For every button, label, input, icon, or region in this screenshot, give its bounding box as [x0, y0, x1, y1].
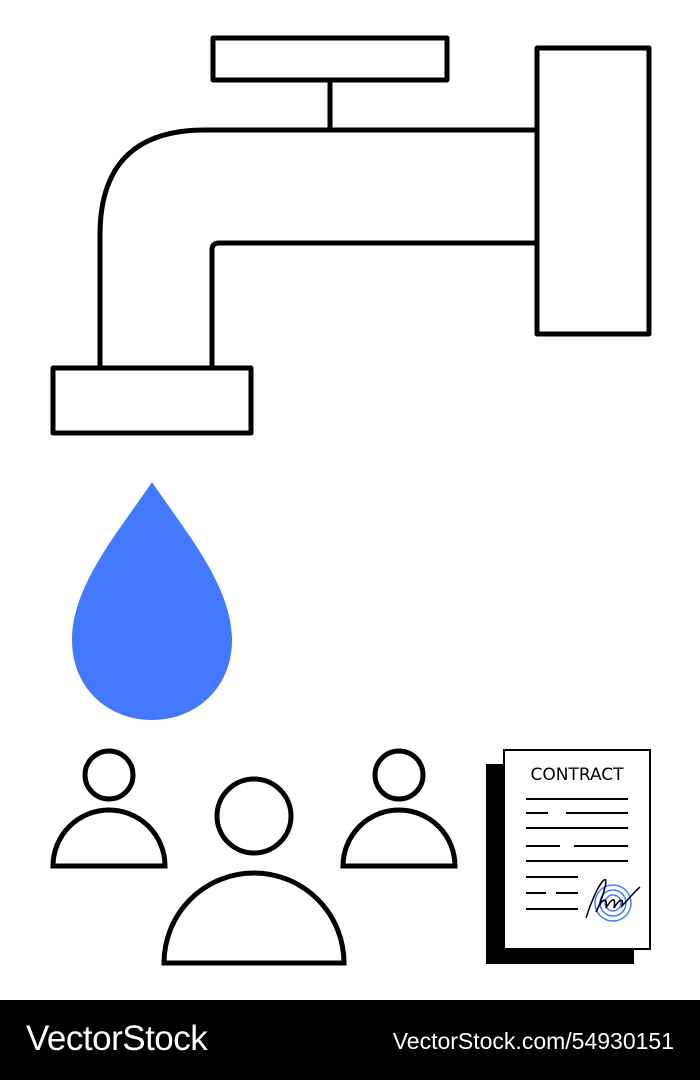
- faucet-nozzle: [50, 365, 254, 436]
- illustration: CONTRACT: [50, 35, 652, 966]
- faucet-icon: [50, 35, 652, 436]
- brand-logo-text: VectorStock: [26, 1019, 208, 1058]
- water-drop-icon: [72, 482, 232, 720]
- contract-title: CONTRACT: [530, 765, 624, 785]
- contract-document-icon: CONTRACT: [486, 749, 651, 964]
- footer-bar: VectorStock VectorStock.com/54930151: [0, 1000, 700, 1080]
- people-group-icon: [50, 748, 458, 966]
- signature-icon: [585, 879, 641, 919]
- signature-seal-icon: [594, 884, 632, 922]
- person-center-icon: [161, 776, 347, 966]
- person-right-icon: [340, 748, 458, 869]
- person-left-icon: [50, 748, 168, 869]
- faucet-pipe: [97, 127, 537, 368]
- faucet-handle: [210, 35, 450, 83]
- image-id-text: VectorStock.com/54930151: [392, 1028, 674, 1054]
- contract-text-lines: [526, 798, 628, 910]
- faucet-wall-mount: [534, 45, 652, 337]
